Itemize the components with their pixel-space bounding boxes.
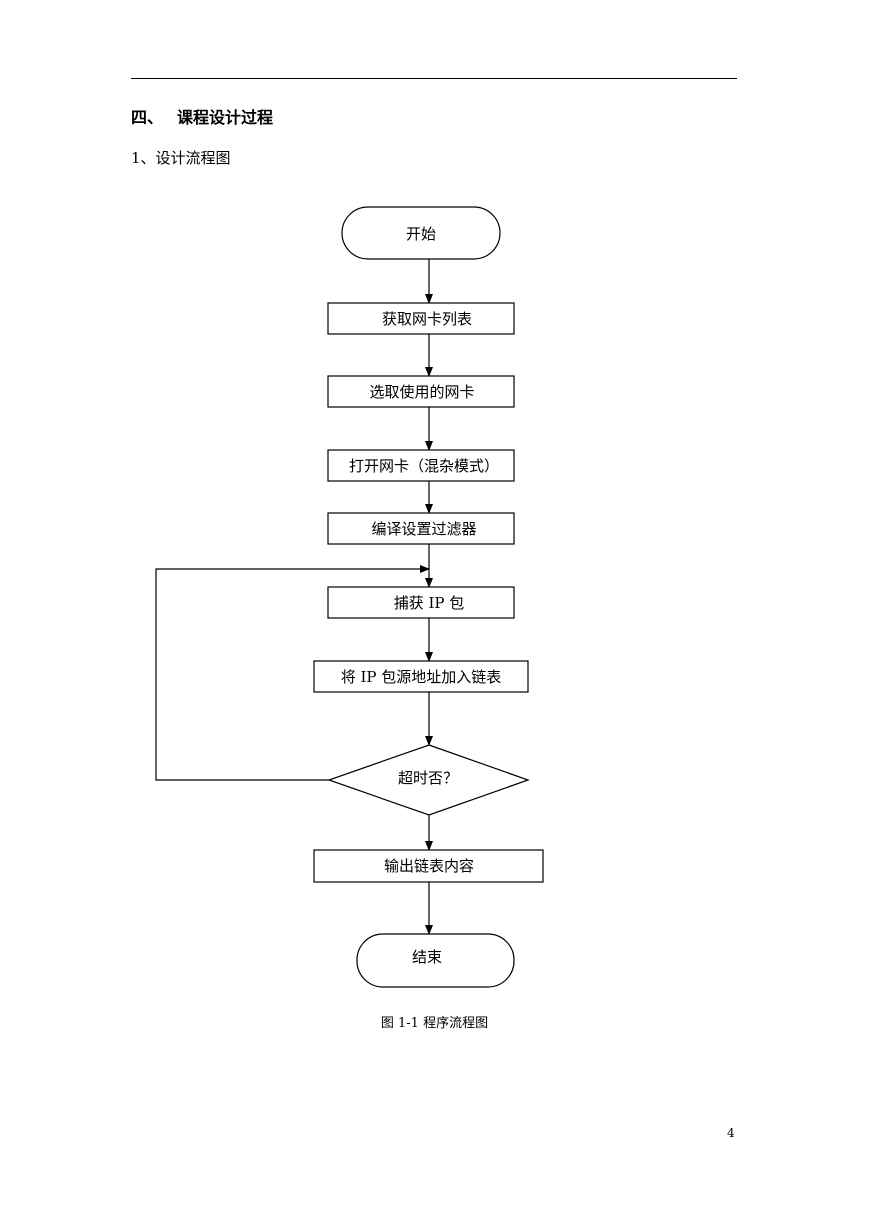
- figure-caption: 图 1-1 程序流程图: [380, 1016, 489, 1031]
- header-rule: [131, 78, 737, 79]
- end-shape: [356, 933, 515, 988]
- loop-back-connector: [155, 565, 430, 781]
- step-label: 打开网卡（混杂模式）: [349, 457, 499, 475]
- process-box: [327, 586, 515, 619]
- step-label: 将 IP 包源地址加入链表: [341, 668, 502, 686]
- process-box: [327, 375, 515, 408]
- step-add-source-to-list: 将 IP 包源地址加入链表: [313, 660, 529, 693]
- step-compile-filter: 编译设置过滤器: [327, 512, 515, 545]
- subsection-heading: 1、设计流程图: [131, 149, 231, 167]
- section-heading: 四、课程设计过程: [131, 104, 273, 128]
- end-label: 结束: [412, 948, 442, 966]
- process-box: [327, 449, 515, 482]
- decision-label: 超时否？: [398, 769, 458, 787]
- start-terminator: 开始: [341, 206, 501, 260]
- step-output-list: 输出链表内容: [313, 849, 544, 883]
- step-capture-ip-packet: 捕获 IP 包: [327, 586, 515, 619]
- process-box: [313, 660, 529, 693]
- step-open-adapter: 打开网卡（混杂模式）: [327, 449, 515, 482]
- process-box: [327, 302, 515, 335]
- step-select-adapter: 选取使用的网卡: [327, 375, 515, 408]
- step-label: 选取使用的网卡: [369, 383, 474, 401]
- decision-timeout: 超时否？: [327, 744, 530, 816]
- end-terminator: 结束: [356, 933, 515, 988]
- start-label: 开始: [406, 225, 436, 243]
- section-title: 课程设计过程: [177, 108, 274, 127]
- process-box: [313, 849, 544, 883]
- step-label: 输出链表内容: [384, 857, 474, 875]
- step-get-adapter-list: 获取网卡列表: [327, 302, 515, 335]
- step-label: 捕获 IP 包: [394, 594, 465, 612]
- page-number: 4: [727, 1126, 735, 1140]
- section-number: 四、: [131, 108, 164, 127]
- step-label: 编译设置过滤器: [371, 520, 476, 538]
- start-shape: [341, 206, 501, 260]
- step-label: 获取网卡列表: [382, 310, 472, 328]
- process-box: [327, 512, 515, 545]
